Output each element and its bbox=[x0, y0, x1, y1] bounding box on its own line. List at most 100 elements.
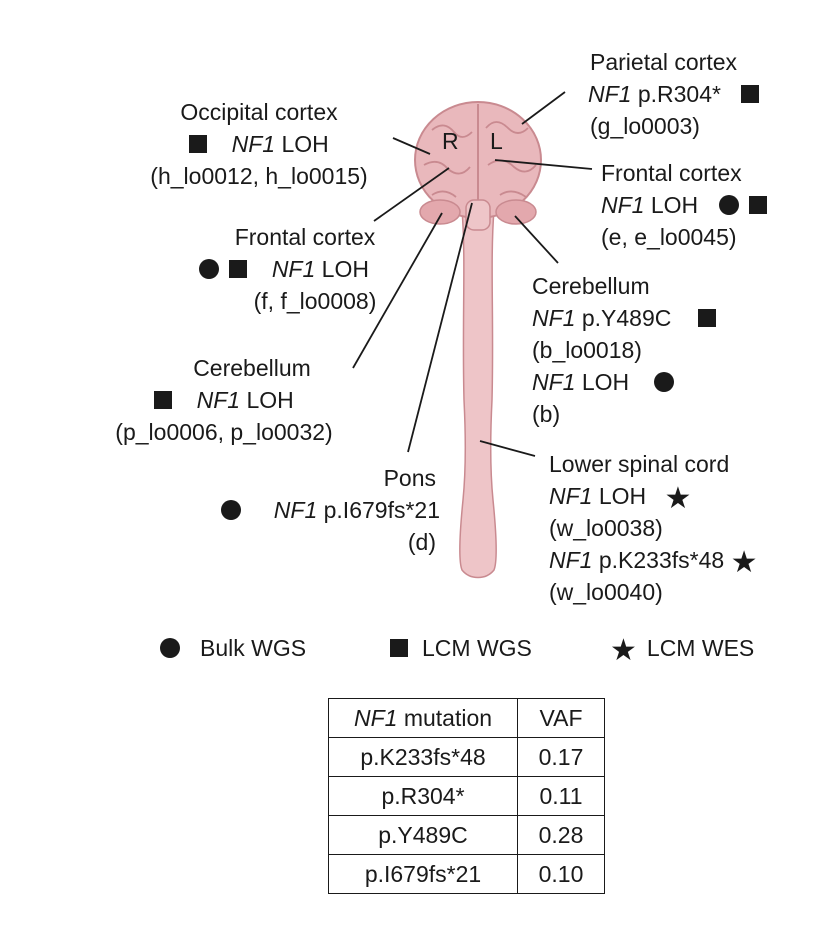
gene-name: NF1 bbox=[549, 547, 593, 573]
frontal-cortex-right-label: Frontal cortex NF1 LOH (f, f_lo0008) bbox=[168, 221, 400, 317]
variant-name: p.Y489C bbox=[581, 305, 672, 331]
vaf-cell: 0.10 bbox=[517, 854, 605, 894]
circle-bulk-wgs-icon bbox=[160, 638, 180, 658]
variant-name: LOH bbox=[650, 192, 699, 218]
legend-label: LCM WGS bbox=[422, 635, 532, 661]
variant-name: LOH bbox=[598, 483, 647, 509]
leader-lines bbox=[352, 91, 593, 457]
vaf-table: NF1 mutation VAF p.K233fs*48 0.17 p.R304… bbox=[328, 698, 605, 894]
gene-name: NF1 bbox=[549, 483, 593, 509]
square-lcm-wgs-icon bbox=[189, 135, 208, 153]
circle-bulk-wgs-icon bbox=[653, 372, 674, 392]
cerebellum-left-label: Cerebellum NF1 p.Y489C (b_lo0018) NF1 LO… bbox=[532, 270, 716, 430]
table-row: p.K233fs*48 0.17 bbox=[328, 737, 605, 777]
occipital-cortex-label: Occipital cortex NF1 LOH (h_lo0012, h_lo… bbox=[128, 96, 390, 192]
square-lcm-wgs-icon bbox=[154, 391, 173, 409]
region-name: Cerebellum bbox=[532, 273, 650, 299]
mutation-cell: p.Y489C bbox=[328, 815, 518, 855]
mutation-line: NF1 LOH bbox=[84, 384, 364, 416]
gene-name: NF1 bbox=[353, 704, 398, 731]
variant-name: LOH bbox=[321, 256, 369, 282]
mutation-line: NF1 LOH bbox=[532, 366, 716, 398]
left-hemisphere-letter: L bbox=[490, 128, 503, 154]
circle-bulk-wgs-icon bbox=[221, 500, 242, 520]
brain-shape bbox=[414, 101, 542, 231]
region-name: Parietal cortex bbox=[590, 49, 738, 75]
mutation-line: NF1 LOH bbox=[128, 128, 390, 160]
mutation-line: NF1 LOH bbox=[168, 253, 400, 285]
sample-id: (h_lo0012, h_lo0015) bbox=[150, 163, 368, 189]
sample-id: (d) bbox=[407, 529, 436, 555]
variant-name: p.I679fs*21 bbox=[323, 497, 440, 523]
table-row: p.R304* 0.11 bbox=[328, 776, 605, 816]
lower-spinal-cord-label: Lower spinal cord NF1 LOH ★ (w_lo0038) N… bbox=[549, 448, 757, 608]
region-name: Occipital cortex bbox=[180, 99, 338, 125]
vaf-cell: 0.11 bbox=[517, 776, 605, 816]
gene-name: NF1 bbox=[231, 131, 276, 157]
legend-label: LCM WES bbox=[646, 635, 755, 661]
mutation-line: NF1 p.Y489C bbox=[532, 302, 716, 334]
circle-bulk-wgs-icon bbox=[718, 195, 739, 215]
mutation-line: NF1 p.R304* bbox=[588, 78, 760, 110]
square-lcm-wgs-icon bbox=[390, 639, 408, 657]
sample-id: (b) bbox=[532, 401, 561, 427]
variant-name: p.R304* bbox=[637, 81, 721, 107]
parietal-cortex-label: Parietal cortex NF1 p.R304* (g_lo0003) bbox=[588, 46, 760, 142]
gene-name: NF1 bbox=[271, 256, 316, 282]
gene-name: NF1 bbox=[601, 192, 645, 218]
header-mutation-text: mutation bbox=[403, 704, 493, 731]
gene-name: NF1 bbox=[196, 387, 241, 413]
region-name: Lower spinal cord bbox=[549, 451, 730, 477]
gene-name: NF1 bbox=[532, 305, 576, 331]
frontal-cortex-left-label: Frontal cortex NF1 LOH (e, e_lo0045) bbox=[601, 157, 767, 253]
vaf-cell: 0.28 bbox=[517, 815, 605, 855]
vaf-cell: 0.17 bbox=[517, 737, 605, 777]
square-lcm-wgs-icon bbox=[748, 196, 767, 214]
variant-name: LOH bbox=[281, 131, 329, 157]
square-lcm-wgs-icon bbox=[697, 309, 716, 327]
spinal-cord-shape bbox=[459, 209, 497, 579]
sample-id: (p_lo0006, p_lo0032) bbox=[115, 419, 333, 445]
sample-id: (g_lo0003) bbox=[590, 113, 700, 139]
cerebellum-right-label: Cerebellum NF1 LOH (p_lo0006, p_lo0032) bbox=[84, 352, 364, 448]
region-name: Pons bbox=[383, 465, 436, 491]
variant-name: LOH bbox=[246, 387, 294, 413]
mutation-line: NF1 LOH ★ bbox=[549, 480, 757, 515]
header-vaf: VAF bbox=[517, 698, 605, 738]
variant-name: LOH bbox=[581, 369, 630, 395]
mutation-cell: p.I679fs*21 bbox=[328, 854, 518, 894]
legend-bulk-wgs: Bulk WGS bbox=[160, 632, 306, 664]
right-hemisphere-letter: R bbox=[442, 128, 459, 154]
mutation-line: NF1 LOH bbox=[601, 189, 767, 221]
sample-id: (e, e_lo0045) bbox=[601, 224, 737, 250]
star-lcm-wes-icon: ★ bbox=[610, 634, 637, 667]
star-lcm-wes-icon: ★ bbox=[730, 546, 758, 579]
square-lcm-wgs-icon bbox=[741, 85, 760, 103]
header-mutation: NF1 mutation bbox=[328, 698, 518, 738]
gene-name: NF1 bbox=[273, 497, 318, 523]
table-row: p.Y489C 0.28 bbox=[328, 815, 605, 855]
star-lcm-wes-icon: ★ bbox=[664, 482, 692, 515]
mutation-line: NF1 p.K233fs*48 ★ bbox=[549, 544, 758, 579]
legend-label: Bulk WGS bbox=[200, 635, 307, 661]
region-name: Cerebellum bbox=[193, 355, 311, 381]
variant-name: p.K233fs*48 bbox=[598, 547, 725, 573]
table-row: p.I679fs*21 0.10 bbox=[328, 854, 605, 894]
pons-label: Pons NF1 p.I679fs*21 (d) bbox=[186, 462, 440, 558]
sample-id: (f, f_lo0008) bbox=[253, 288, 377, 314]
region-name: Frontal cortex bbox=[601, 160, 742, 186]
sample-id: (b_lo0018) bbox=[532, 337, 642, 363]
gene-name: NF1 bbox=[532, 369, 576, 395]
mutation-cell: p.R304* bbox=[328, 776, 518, 816]
mutation-line: NF1 p.I679fs*21 bbox=[186, 494, 440, 526]
legend-lcm-wes: ★ LCM WES bbox=[610, 632, 755, 667]
sample-id: (w_lo0040) bbox=[549, 579, 663, 605]
mutation-cell: p.K233fs*48 bbox=[328, 737, 518, 777]
gene-name: NF1 bbox=[588, 81, 632, 107]
circle-bulk-wgs-icon bbox=[199, 259, 220, 279]
square-lcm-wgs-icon bbox=[229, 260, 248, 278]
region-name: Frontal cortex bbox=[234, 224, 376, 250]
sample-id: (w_lo0038) bbox=[549, 515, 663, 541]
legend-lcm-wgs: LCM WGS bbox=[390, 632, 532, 664]
